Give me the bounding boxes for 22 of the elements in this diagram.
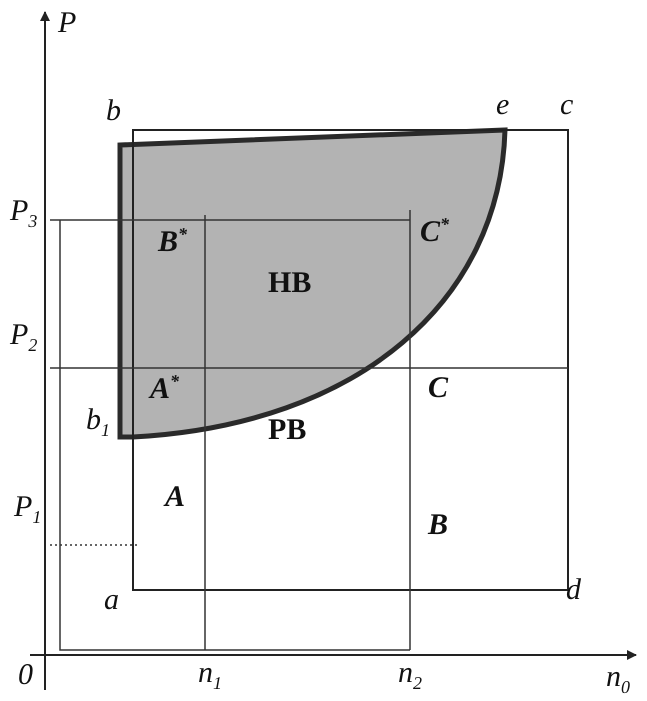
tick-label: 0 (18, 660, 33, 690)
point-label: a (104, 585, 119, 615)
region-label: PB (268, 415, 306, 445)
point-label: b$_{1}$ (86, 405, 110, 439)
region-label: C$^{*}$ (420, 215, 450, 247)
tick-label: P$_{1}$ (14, 492, 42, 526)
tick-label: n$_{2}$ (398, 658, 422, 692)
region-label: B$^{*}$ (158, 225, 188, 257)
region-label: HB (268, 268, 312, 298)
point-label: c (560, 90, 574, 120)
axis-label: P (58, 8, 76, 38)
point-label: b (106, 96, 121, 126)
tick-label: P$_{2}$ (10, 320, 38, 354)
point-label: e (496, 90, 510, 120)
region-label: B (428, 510, 448, 540)
region-label: C (428, 373, 448, 403)
tick-label: n$_{1}$ (198, 658, 222, 692)
tick-label: P$_{3}$ (10, 196, 38, 230)
axis-label: n$_{0}$ (606, 662, 630, 696)
point-label: d (566, 575, 581, 605)
region-label: A$^{*}$ (150, 372, 180, 404)
region-label: A (165, 482, 186, 512)
